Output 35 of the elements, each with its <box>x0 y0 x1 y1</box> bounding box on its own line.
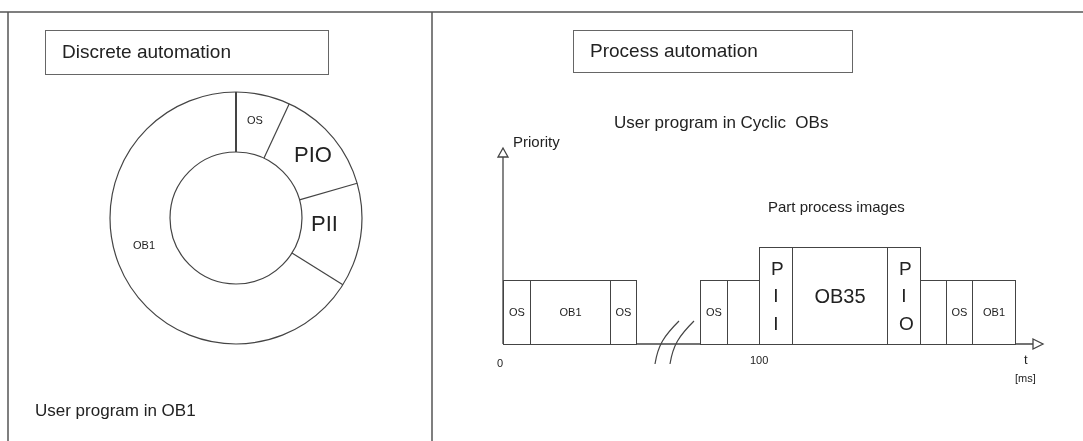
unit-label: [ms] <box>1015 371 1036 386</box>
segment-label: OS <box>247 113 263 128</box>
block-label: OS <box>509 305 525 321</box>
empty-time-slice-box <box>727 280 760 345</box>
annotation-text: Part process images <box>768 197 905 217</box>
block-label: Process automation <box>590 39 758 64</box>
segment-label: OB1 <box>133 238 155 253</box>
time-slice-box <box>700 280 728 345</box>
time-slice-box <box>503 280 531 345</box>
time-slice-box <box>972 280 1016 345</box>
title-box <box>45 30 329 75</box>
block-label: OS <box>951 305 968 321</box>
tick-label: 100 <box>750 353 769 368</box>
empty-time-slice-box <box>920 280 947 345</box>
time-slice-box <box>530 280 611 345</box>
block-label: Discrete automation <box>62 40 231 65</box>
time-slice-box <box>610 280 637 345</box>
block-label: PII <box>771 256 781 336</box>
time-slice-box <box>946 280 973 345</box>
tick-label: 0 <box>497 356 504 371</box>
segment-label: PIO <box>294 141 332 169</box>
block-label: OS <box>615 305 632 321</box>
title-box <box>573 30 853 73</box>
heading-text: User program in Cyclic OBs <box>614 112 829 134</box>
block-label: OB1 <box>983 305 1005 321</box>
block-label: OB1 <box>559 305 582 321</box>
axis-label: t <box>1024 351 1028 369</box>
block-label: OB35 <box>814 284 866 309</box>
time-slice-box <box>792 247 888 345</box>
axis-label: Priority <box>513 132 560 152</box>
segment-label: PII <box>311 210 338 238</box>
process-image-box <box>887 247 921 345</box>
caption-text: User program in OB1 <box>35 400 196 422</box>
block-label: OS <box>706 305 722 321</box>
process-image-box <box>759 247 793 345</box>
